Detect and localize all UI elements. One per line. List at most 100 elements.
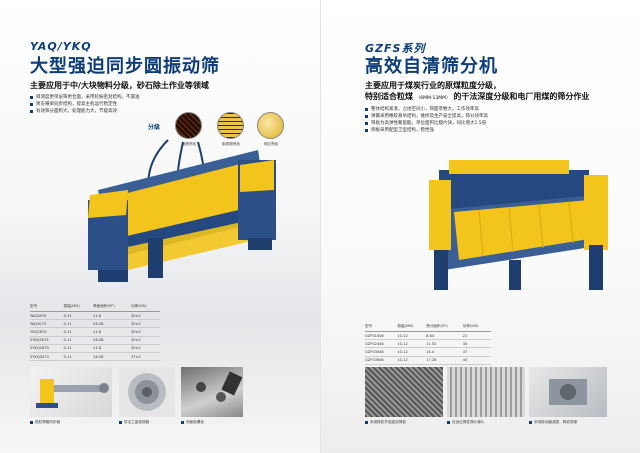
series-label: GZFS系列 bbox=[365, 42, 426, 55]
cell-amplitude: 10-12 bbox=[397, 347, 427, 357]
table-row: YKQ2870 9-11 21.8 30×2 bbox=[30, 327, 160, 337]
grading-label: 分级 bbox=[148, 124, 161, 131]
cell-area: 26.28 bbox=[93, 352, 131, 362]
thumbnail-caption: 侧面板螺栓 bbox=[181, 420, 204, 425]
thumbnail-caption: 自适应弹性筛片弹片 bbox=[447, 420, 484, 425]
page-title: 高效自清筛分机 bbox=[365, 56, 498, 77]
table-row: 2YKQ2870 9-11 21.8 30×2 bbox=[30, 344, 160, 353]
flange-exciter-image bbox=[128, 373, 166, 411]
cell-model: GZFS3648 bbox=[365, 356, 398, 365]
cell-power: 45 bbox=[462, 356, 491, 365]
column-header: 型号 bbox=[365, 322, 398, 332]
subtitle-line: 主要应用于煤炭行业的原煤粒度分级， bbox=[365, 81, 501, 90]
column-header: 筛分面积(M²) bbox=[426, 322, 463, 332]
cell-amplitude: 9-11 bbox=[63, 336, 94, 345]
thumbnail-synchronizer bbox=[30, 367, 112, 417]
column-header: 筛面面积(M²) bbox=[93, 302, 131, 312]
cell-amplitude: 9-11 bbox=[63, 311, 94, 321]
feature-item: 有效筛分面积大，处理能力大，节能高效 bbox=[30, 108, 140, 115]
feature-item: 整体结构紧凑，占地空间小，筛面参数大，工作效率高 bbox=[365, 106, 488, 113]
table-row: YAQ3073 9-11 26.28 30×2 bbox=[30, 319, 160, 329]
table-row: GZFS1848 10-12 8.64 22 bbox=[365, 331, 491, 341]
series-label: YAQ/YKQ bbox=[30, 40, 92, 53]
thumbnail-caption: 采用振动器减振，降低低噪 bbox=[529, 420, 577, 425]
cell-area: 17.28 bbox=[426, 356, 463, 365]
cell-model: GZFS2448 bbox=[365, 339, 398, 349]
vibrator-image bbox=[549, 379, 587, 405]
cell-amplitude: 9-11 bbox=[63, 352, 94, 362]
thumbnail-exciter bbox=[119, 367, 175, 417]
column-header: 振幅(MM) bbox=[63, 302, 94, 312]
mesh-label: 橡胶筛板 bbox=[263, 142, 279, 146]
table-row: GZFS2448 10-12 11.52 30 bbox=[365, 339, 491, 349]
table-row: YAQ2870 9-11 21.8 30×2 bbox=[30, 311, 160, 321]
subtitle-line: 特别适合粒煤 （6MM-13MM） 的干法深度分级和电厂用煤的筛分作业 bbox=[365, 92, 590, 101]
feature-item: 弹簧采用橡胶悬吊结构，维修及生产安全提高，筛分效率高 bbox=[365, 113, 488, 120]
cell-power: 30×2 bbox=[130, 319, 160, 329]
cell-model: GZFS3048 bbox=[365, 347, 398, 357]
feature-list: 目测度更单层筛更合面，采用轮振密封结构，不漏油 简支横梁同步结构，提高主机运行稳… bbox=[30, 94, 140, 115]
cell-area: 21.8 bbox=[93, 344, 131, 353]
cell-area: 11.52 bbox=[426, 339, 463, 349]
self-cleaning-screen-illustration bbox=[429, 160, 608, 290]
page-subtitle: 主要应用于煤炭行业的原煤粒度分级， 特别适合粒煤 （6MM-13MM） 的干法深… bbox=[365, 80, 589, 104]
cell-amplitude: 9-11 bbox=[63, 344, 94, 353]
cell-model: GZFS1848 bbox=[365, 331, 398, 341]
cell-amplitude: 10-12 bbox=[397, 356, 427, 365]
thumbnail-vibrator bbox=[529, 367, 607, 417]
thumbnail-elastic-panel bbox=[447, 367, 525, 417]
cell-amplitude: 9-11 bbox=[63, 319, 94, 329]
polyurethane-mesh-image bbox=[217, 112, 244, 139]
side-plate-bolt-image bbox=[196, 371, 243, 402]
cell-model: YAQ2870 bbox=[30, 311, 64, 321]
spec-table: 型号 振幅(MM) 筛面面积(M²) 功率(KW) YAQ2870 9-11 2… bbox=[30, 302, 160, 362]
table-row: 2YAQ3073 9-11 26.28 30×2 bbox=[30, 336, 160, 345]
thumbnail-caption: 橡胶筛箱同步器 bbox=[30, 420, 60, 425]
cell-area: 21.8 bbox=[93, 311, 131, 321]
cell-power: 37 bbox=[462, 347, 491, 357]
thumbnail-bolt bbox=[181, 367, 243, 417]
cell-amplitude: 10-12 bbox=[397, 331, 427, 341]
thumbnail-rubber-rod-panel bbox=[365, 367, 443, 417]
column-header: 型号 bbox=[30, 302, 64, 312]
right-page: GZFS系列 高效自清筛分机 主要应用于煤炭行业的原煤粒度分级， 特别适合粒煤 … bbox=[320, 0, 640, 453]
cell-amplitude: 9-11 bbox=[63, 327, 94, 337]
feature-item: 筛板为高弹性聚氨酯，单位面积比膜片快，同比增大1.5倍 bbox=[365, 120, 488, 127]
cell-power: 30 bbox=[462, 339, 491, 349]
page-subtitle: 主要应用于中/大块物料分级，砂石除土作业等领域 bbox=[30, 81, 209, 90]
left-page: YAQ/YKQ 大型强迫同步圆振动筛 主要应用于中/大块物料分级，砂石除土作业等… bbox=[0, 0, 320, 453]
rubber-mesh-image bbox=[257, 112, 284, 139]
cell-amplitude: 10-12 bbox=[397, 339, 427, 349]
cell-area: 8.64 bbox=[426, 331, 463, 341]
cell-power: 30×2 bbox=[130, 327, 160, 337]
cell-power: 37×2 bbox=[130, 352, 160, 362]
cell-power: 22 bbox=[462, 331, 491, 341]
cell-area: 21.8 bbox=[93, 327, 131, 337]
cell-power: 30×2 bbox=[130, 344, 160, 353]
column-header: 功率(KW) bbox=[130, 302, 160, 312]
thumbnail-caption: 采用橡胶杆组高效筛板 bbox=[365, 420, 406, 425]
cell-area: 26.28 bbox=[93, 319, 131, 329]
feature-item: 侧板采用配型卫型结构，稳性强 bbox=[365, 127, 488, 134]
feature-item: 目测度更单层筛更合面，采用轮振密封结构，不漏油 bbox=[30, 94, 140, 101]
column-header: 功率(KW) bbox=[462, 322, 491, 332]
cell-model: YKQ2870 bbox=[30, 327, 64, 337]
table-row: 2YKQ3073 9-11 26.28 37×2 bbox=[30, 352, 160, 362]
mesh-label: 格栅筛板 bbox=[181, 142, 197, 146]
cell-model: 2YKQ2870 bbox=[30, 344, 64, 353]
table-row: GZFS3648 10-12 17.28 45 bbox=[365, 356, 491, 365]
cell-power: 30×2 bbox=[130, 311, 160, 321]
cell-area: 26.28 bbox=[93, 336, 131, 345]
cell-area: 14.4 bbox=[426, 347, 463, 357]
mesh-label: 聚氨酯筛板 bbox=[222, 142, 240, 146]
grid-mesh-image bbox=[175, 112, 202, 139]
page-title: 大型强迫同步圆振动筛 bbox=[30, 56, 220, 77]
column-header: 振幅(MM) bbox=[397, 322, 427, 332]
cell-model: 2YAQ3073 bbox=[30, 336, 64, 345]
cell-model: YAQ3073 bbox=[30, 319, 64, 329]
synchronizer-image bbox=[36, 379, 109, 408]
thumbnail-caption: 带法兰盘激振器 bbox=[119, 420, 149, 425]
cell-model: 2YKQ3073 bbox=[30, 352, 64, 362]
spec-table: 型号 振幅(MM) 筛分面积(M²) 功率(KW) GZFS1848 10-12… bbox=[365, 322, 491, 365]
